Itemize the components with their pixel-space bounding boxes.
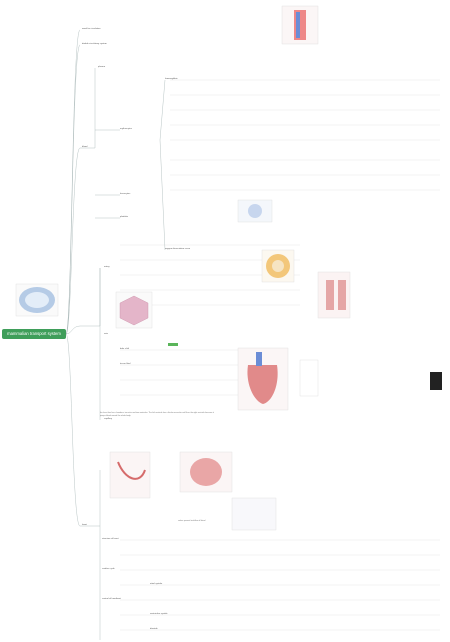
cardiac-muscle-figure [109, 451, 151, 499]
haemoglobin-figure [237, 199, 273, 223]
vein-cross-section [115, 291, 153, 329]
branch-blood[interactable]: blood [82, 146, 88, 148]
heart-sub-3[interactable]: atrial systole [150, 583, 163, 585]
branch-heart[interactable]: heart [82, 524, 87, 526]
heart-note: the heart has four chambers: two atria a… [100, 412, 214, 417]
vessel-capillary[interactable]: capillary [104, 418, 113, 420]
vessel-vein[interactable]: vein [104, 333, 109, 335]
connector-lines [65, 29, 166, 640]
vessel-artery[interactable]: artery [104, 266, 110, 268]
root-node[interactable]: mammalian transport system [2, 329, 66, 339]
blood-sub-5[interactable]: oxygen dissociation curve [165, 248, 191, 250]
highlight-tag [168, 343, 178, 346]
branch-need-for-circulation[interactable]: need for circulation [82, 28, 101, 30]
blood-sub-2[interactable]: haemoglobin [165, 78, 178, 80]
heart-sub-2[interactable]: control of heartbeat [102, 598, 121, 600]
capillary-cross-section [261, 249, 295, 283]
artery-cross-section [15, 283, 59, 317]
circulation-diagram [281, 5, 319, 45]
heart-sub-0[interactable]: structure of heart [102, 538, 119, 540]
valves-note: valves prevent backflow of blood [178, 520, 206, 522]
heart-sub-5[interactable]: diastole [150, 628, 158, 630]
blood-sub-3[interactable]: leucocytes [120, 193, 131, 195]
heart-sub-1[interactable]: cardiac cycle [102, 568, 115, 570]
ecg-figure [299, 359, 442, 397]
branch-double-circulation[interactable]: double circulatory system [82, 43, 107, 45]
heart-diagram [237, 347, 289, 411]
valves-figure [179, 451, 233, 493]
blood-sub-6[interactable]: bohr shift [120, 348, 129, 350]
blood-sub-7[interactable]: tissue fluid [120, 363, 131, 365]
blood-sub-4[interactable]: platelets [120, 216, 129, 218]
tissue-fluid-figure [231, 497, 277, 531]
blood-sub-0[interactable]: plasma [98, 66, 106, 68]
heart-sub-4[interactable]: ventricular systole [150, 613, 168, 615]
blood-sub-1[interactable]: erythrocytes [120, 128, 132, 130]
vessel-figure [317, 271, 351, 319]
leaf-lines [120, 79, 440, 631]
